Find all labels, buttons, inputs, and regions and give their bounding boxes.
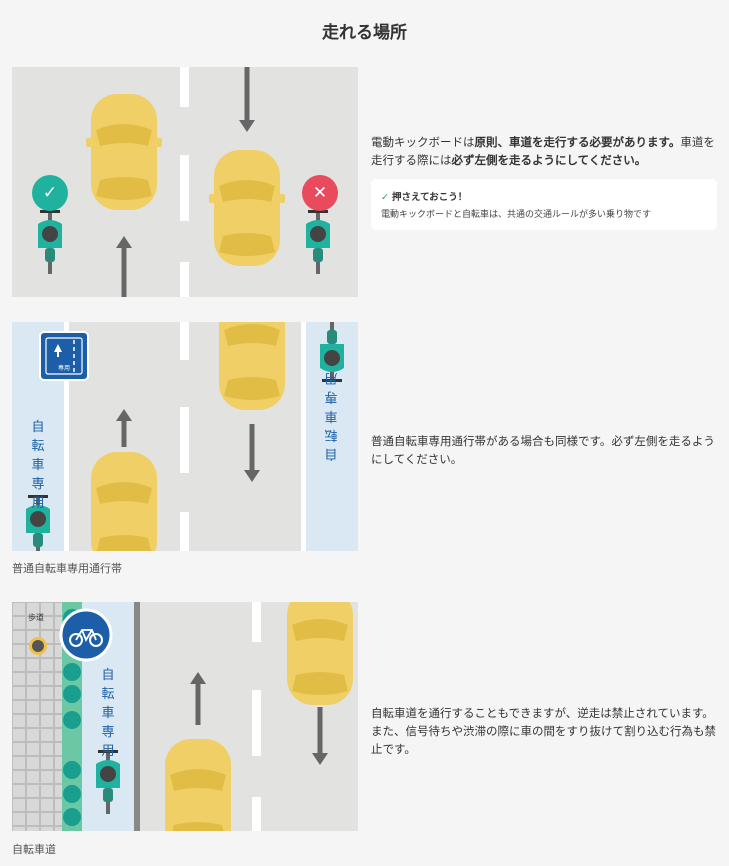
illustration-roadway: ✓ ✕: [12, 67, 358, 297]
ng-cross-icon: ✕: [302, 175, 338, 211]
check-icon: ✓: [381, 192, 389, 203]
tip-body: 電動キックボードと自転車は、共通の交通ルールが多い乗り物です: [381, 210, 652, 220]
lane-char: 用: [324, 370, 338, 385]
section2-text: 普通自転車専用通行帯がある場合も同様です。必ず左側を走るようにしてください。: [371, 434, 715, 466]
tip-title: 押さえておこう！: [391, 192, 468, 203]
illustration-cycle-track: 歩道 自 転 車 専 用: [12, 602, 358, 831]
lane-char: 車: [31, 458, 45, 473]
lane-char: 自: [31, 420, 45, 435]
lane-marking-left: 自 転 車 専 用: [28, 418, 48, 513]
lane-char: 専: [31, 477, 45, 492]
illustration-bicycle-lane: 専用 自 転 車 専 用 自 転 車 専 用: [12, 322, 358, 551]
lane-char: 転: [101, 687, 115, 702]
bike-sign-label: 専用: [57, 365, 70, 372]
section3-text: 自転車道を通行することもできますが、逆走は禁止されています。 また、信号待ちや渋…: [371, 706, 716, 756]
ok-check-icon: ✓: [32, 175, 68, 211]
lane-char: 車: [101, 706, 115, 721]
page-title: 走れる場所: [322, 23, 407, 43]
section2-caption: 普通自転車専用通行帯: [12, 562, 122, 575]
tip-box: ✓押さえておこう！ 電動キックボードと自転車は、共通の交通ルールが多い乗り物です: [371, 179, 717, 230]
lane-char: 用: [101, 744, 115, 759]
car-left: [86, 94, 162, 210]
lane-char: 専: [324, 389, 338, 404]
lane-char: 転: [324, 427, 338, 442]
section3-caption: 自転車道: [12, 843, 56, 856]
lane-char: 自: [324, 446, 338, 461]
lane-marking-right: 自 転 車 専 用: [321, 368, 341, 463]
lane-char: 専: [101, 725, 115, 740]
section1-text: 電動キックボードは原則、車道を走行する必要があります。車道を走行する際には必ず左…: [371, 135, 715, 167]
car-right: [209, 150, 285, 266]
lane-marking: 自 転 車 専 用: [98, 666, 118, 761]
lane-char: 車: [324, 408, 338, 423]
lane-char: 自: [101, 668, 115, 683]
sidewalk-label: 歩道: [28, 613, 44, 622]
lane-char: 用: [31, 496, 45, 511]
lane-char: 転: [31, 439, 45, 454]
